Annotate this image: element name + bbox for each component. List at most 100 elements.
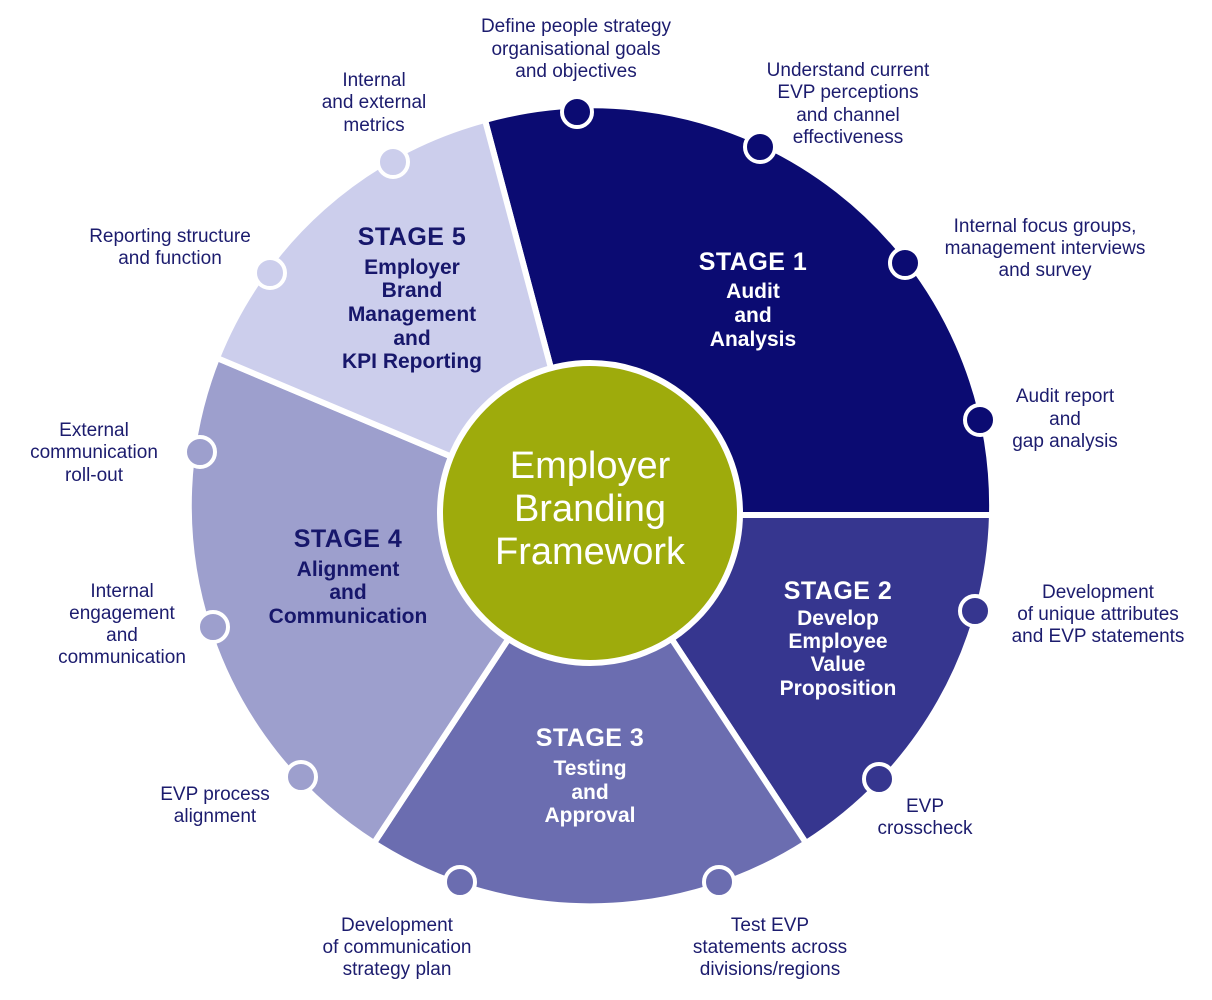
note-line: of unique attributes	[1017, 604, 1179, 625]
note-line: Internal	[342, 70, 405, 91]
stage-2-line: Develop	[797, 607, 879, 630]
note-line: communication	[30, 442, 158, 463]
stage-1-title: STAGE 1	[699, 248, 808, 276]
note-line: metrics	[343, 115, 404, 136]
note-line: Audit report	[1016, 386, 1115, 407]
annotations: Define people strategy organisational go…	[30, 16, 1184, 980]
stage-4-title: STAGE 4	[294, 525, 403, 553]
stage-1-line: Analysis	[710, 328, 796, 351]
stage-5-line: Management	[348, 303, 476, 326]
note-line: External	[59, 420, 129, 441]
center-line-3: Framework	[495, 531, 686, 573]
node-comm-strategy	[443, 865, 477, 899]
stage-1-line: and	[734, 304, 771, 327]
stage-3-label: STAGE 3 Testing and Approval	[536, 724, 645, 827]
stage-2-line: Proposition	[780, 677, 897, 700]
note-line: management interviews	[945, 238, 1146, 259]
stage-2-label: STAGE 2 Develop Employee Value Propositi…	[780, 577, 897, 700]
stage-3-line: Approval	[544, 804, 635, 827]
note-line: statements across	[693, 937, 847, 958]
note-evp-crosscheck: EVP crosscheck	[877, 796, 973, 839]
note-line: Internal	[90, 581, 153, 602]
note-line: and EVP statements	[1012, 626, 1185, 647]
rim-nodes	[183, 95, 997, 899]
stage-5-title: STAGE 5	[358, 223, 467, 251]
note-internal-engagement: Internal engagement and communication	[58, 581, 186, 668]
note-line: Understand current	[767, 60, 930, 81]
note-line: Test EVP	[731, 915, 809, 936]
stage-4-line: Alignment	[297, 558, 400, 581]
note-line: EVP	[906, 796, 944, 817]
node-external-rollout	[183, 435, 217, 469]
node-understand-evp	[743, 130, 777, 164]
stage-3-segment[interactable]	[371, 512, 809, 910]
center-hub: Employer Branding Framework	[437, 360, 743, 666]
note-focus-groups: Internal focus groups, management interv…	[945, 216, 1146, 281]
note-line: Internal focus groups,	[954, 216, 1137, 237]
node-evp-crosscheck	[862, 762, 896, 796]
stage-5-line: Brand	[382, 279, 443, 302]
stage-4-label: STAGE 4 Alignment and Communication	[269, 525, 428, 628]
node-reporting-structure	[253, 256, 287, 290]
note-line: Define people strategy	[481, 16, 672, 37]
node-unique-attributes	[958, 594, 992, 628]
stage-1-line: Audit	[726, 280, 780, 303]
note-line: engagement	[69, 603, 175, 624]
note-external-rollout: External communication roll-out	[30, 420, 158, 486]
stage-5-label: STAGE 5 Employer Brand Management and KP…	[342, 223, 482, 373]
center-line-1: Employer	[510, 445, 671, 487]
note-line: Development	[341, 915, 454, 936]
note-line: Development	[1042, 582, 1155, 603]
note-line: EVP perceptions	[777, 82, 918, 103]
note-line: EVP process	[160, 784, 269, 805]
node-test-evp	[702, 865, 736, 899]
stage-3-title: STAGE 3	[536, 724, 645, 752]
note-line: and survey	[999, 260, 1092, 281]
note-line: and function	[118, 248, 222, 269]
note-test-evp: Test EVP statements across divisions/reg…	[693, 915, 847, 980]
stage-2-line: Employee	[788, 630, 887, 653]
note-line: gap analysis	[1012, 431, 1118, 452]
stage-3-line: and	[571, 781, 608, 804]
node-focus-groups	[888, 246, 922, 280]
stage-5-line: and	[393, 327, 430, 350]
note-line: divisions/regions	[700, 959, 840, 980]
stage-2-title: STAGE 2	[784, 577, 893, 605]
note-metrics: Internal and external metrics	[322, 70, 427, 136]
note-line: organisational goals	[491, 39, 660, 60]
stage-4-line: and	[329, 581, 366, 604]
note-line: strategy plan	[343, 959, 452, 980]
note-line: of communication	[323, 937, 472, 958]
stage-2-line: Value	[811, 653, 866, 676]
note-line: crosscheck	[877, 818, 973, 839]
note-define-strategy: Define people strategy organisational go…	[481, 16, 672, 82]
note-line: and	[1049, 409, 1081, 430]
node-metrics	[376, 145, 410, 179]
node-audit-report	[963, 403, 997, 437]
note-line: roll-out	[65, 465, 124, 486]
note-audit-report: Audit report and gap analysis	[1012, 386, 1118, 452]
note-line: and	[106, 625, 138, 646]
center-line-2: Branding	[514, 488, 666, 530]
note-evp-alignment: EVP process alignment	[160, 784, 269, 827]
stage-4-line: Communication	[269, 605, 428, 628]
note-line: and external	[322, 92, 427, 113]
node-internal-engagement	[196, 610, 230, 644]
stage-5-line: KPI Reporting	[342, 350, 482, 373]
note-understand-evp: Understand current EVP perceptions and c…	[767, 60, 930, 148]
note-line: Reporting structure	[89, 226, 251, 247]
note-line: and objectives	[515, 61, 636, 82]
center-circle	[437, 360, 743, 666]
note-reporting-structure: Reporting structure and function	[89, 226, 251, 269]
note-line: communication	[58, 647, 186, 668]
note-line: and channel	[796, 105, 900, 126]
note-unique-attributes: Development of unique attributes and EVP…	[1012, 582, 1185, 647]
note-line: alignment	[174, 806, 257, 827]
node-evp-alignment	[284, 760, 318, 794]
stage-1-label: STAGE 1 Audit and Analysis	[699, 248, 808, 351]
node-define-strategy	[560, 95, 594, 129]
stage-5-line: Employer	[364, 256, 460, 279]
note-line: effectiveness	[793, 127, 904, 148]
note-comm-strategy: Development of communication strategy pl…	[323, 915, 472, 980]
